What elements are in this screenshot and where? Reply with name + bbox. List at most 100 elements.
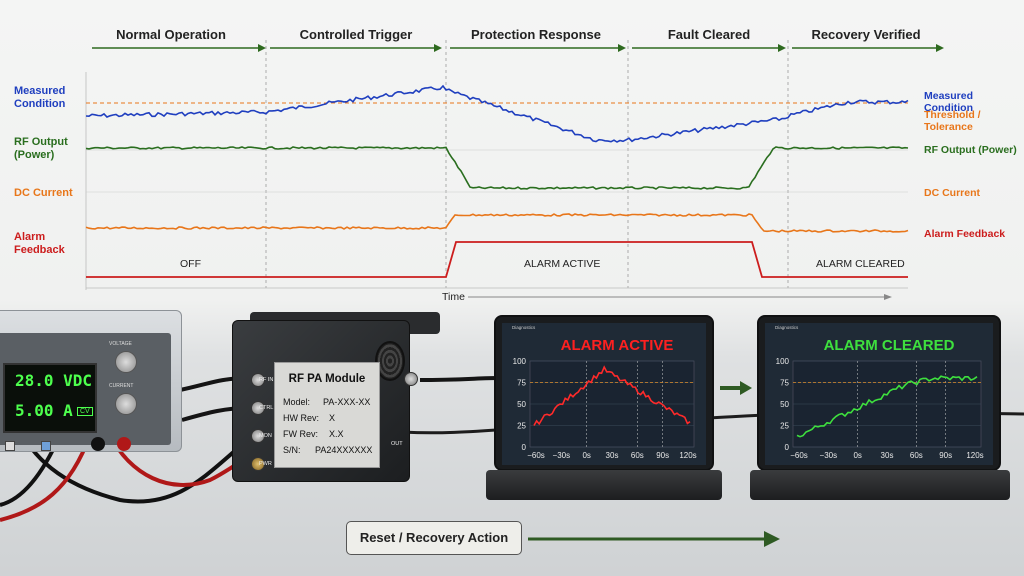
- psu-voltage-knob-label: VOLTAGE: [109, 341, 132, 347]
- right-label-dc: DC Current: [924, 187, 981, 199]
- laptop2-alarm-title: ALARM CLEARED: [823, 337, 955, 354]
- module-title: RF PA Module: [288, 373, 366, 385]
- chart1-y-tick: 75: [517, 379, 526, 388]
- psu-power-button[interactable]: [5, 441, 15, 451]
- laptop1-keyboard: [486, 470, 722, 500]
- phase-arrows: [92, 44, 944, 52]
- right-label-measured: Measured Condition: [924, 90, 974, 114]
- laptop2-keyboard: [750, 470, 1010, 500]
- module-fw-key: FW Rev:: [283, 429, 318, 439]
- port-mon[interactable]: [251, 429, 265, 443]
- chart1-x-tick: 30s: [606, 451, 619, 460]
- psu-terminal-negative: [91, 437, 105, 451]
- psu-current-knob[interactable]: [115, 393, 137, 415]
- chart2-y-tick: 25: [780, 422, 789, 431]
- laptop2-screen: Diagnostics ALARM CLEARED 100 75 50 25 0−60s…: [765, 323, 993, 465]
- psu-voltage-readout: 28.0 VDC: [15, 371, 93, 390]
- state-alarm-cleared: ALARM CLEARED: [816, 258, 905, 270]
- chart1-y-tick: 100: [513, 357, 527, 366]
- right-label-alarm: Alarm Feedback: [924, 228, 1006, 240]
- chart2-x-tick: −30s: [820, 451, 838, 460]
- chart1-x-tick: −60s: [527, 451, 545, 460]
- chart2-y-tick: 100: [776, 357, 790, 366]
- psu-cv-indicator: CV: [77, 407, 93, 416]
- laptop-alarm-cleared: Diagnostics ALARM CLEARED 100 75 50 25 0−60s…: [757, 315, 1001, 471]
- chart2-x-tick: −60s: [790, 451, 808, 460]
- phase-fault-cleared: Fault Cleared: [667, 27, 751, 42]
- psu-current-readout: 5.00 A: [15, 401, 73, 420]
- chart1-y-tick: 0: [522, 443, 527, 452]
- module-label-plate: RF PA Module Model: PA-XXX-XX HW Rev: X …: [274, 362, 380, 468]
- laptop-alarm-active: Diagnostics ALARM ACTIVE 100 75 50 25 0−60s−…: [494, 315, 714, 471]
- chart1-x-tick: −30s: [553, 451, 571, 460]
- alarm-feedback-trace: [86, 241, 908, 278]
- module-fan: [375, 341, 405, 381]
- module-model-key: Model:: [283, 397, 311, 407]
- chart1-x-tick: 60s: [631, 451, 644, 460]
- chart2-x-tick: 90s: [939, 451, 952, 460]
- rf-output-trace: [85, 146, 909, 190]
- chart2-y-tick: 0: [785, 443, 790, 452]
- time-axis-label: Time: [442, 291, 465, 303]
- chart2-y-tick: 75: [780, 379, 789, 388]
- port-label-out: OUT: [391, 441, 403, 447]
- power-supply: 28.0 VDC 5.00 A CV VOLTAGE CURRENT: [0, 310, 182, 452]
- module-sn-value: PA24XXXXXX: [315, 445, 373, 455]
- phase-controlled-trigger: Controlled Trigger: [299, 27, 413, 42]
- chart2-signal-line: [796, 375, 978, 438]
- psu-terminal-positive: [117, 437, 131, 451]
- chart2-x-tick: 0s: [853, 451, 861, 460]
- port-label-rf-in: RF IN: [259, 377, 274, 383]
- label-rf-output: RF Output(Power): [14, 136, 68, 161]
- port-label-ctrl: CTRL: [259, 405, 274, 411]
- module-fw-value: X.X: [329, 429, 344, 439]
- psu-display: 28.0 VDC 5.00 A CV: [3, 363, 97, 433]
- chart-alarm-cleared: 100 75 50 25 0−60s −30s 0s 30s 60s 90s 120s: [776, 357, 984, 460]
- chart2-x-tick: 30s: [881, 451, 894, 460]
- reset-recovery-button[interactable]: Reset / Recovery Action: [346, 521, 522, 555]
- module-hw-key: HW Rev:: [283, 413, 319, 423]
- reset-arrow: [528, 531, 780, 547]
- module-sn-key: S/N:: [283, 445, 301, 455]
- label-dc-current: DC Current: [14, 187, 73, 199]
- port-rf-out[interactable]: [404, 372, 418, 386]
- phase-dividers: [265, 40, 789, 288]
- chart1-signal-line: [533, 365, 691, 426]
- state-off: OFF: [180, 258, 201, 270]
- chart1-y-tick: 50: [517, 400, 526, 409]
- psu-output-button[interactable]: [41, 441, 51, 451]
- psu-current-knob-label: CURRENT: [109, 383, 134, 389]
- phase-recovery-verified: Recovery Verified: [811, 27, 921, 42]
- chart1-x-tick: 0s: [582, 451, 590, 460]
- module-model-value: PA-XXX-XX: [323, 397, 371, 407]
- chart2-x-tick: 120s: [966, 451, 983, 460]
- phase-normal-operation: Normal Operation: [116, 27, 226, 42]
- state-alarm-active: ALARM ACTIVE: [524, 258, 601, 270]
- dc-current-trace: [85, 213, 909, 233]
- right-label-threshold: Threshold / Tolerance: [924, 109, 981, 133]
- right-label-rf: RF Output (Power): [924, 144, 1017, 156]
- laptop2-app-title: Diagnostics: [775, 325, 799, 330]
- laptop-transition-arrow: [720, 381, 752, 395]
- laptop1-app-title: Diagnostics: [512, 325, 536, 330]
- port-label-mon: MON: [259, 433, 272, 439]
- timing-diagram: [85, 40, 944, 300]
- chart-alarm-active: 100 75 50 25 0−60s −30s 0s 30s 60s 90s 120s: [513, 357, 697, 460]
- chart1-y-tick: 25: [517, 422, 526, 431]
- psu-front-panel: 28.0 VDC 5.00 A CV VOLTAGE CURRENT: [0, 333, 171, 451]
- phase-protection-response: Protection Response: [470, 27, 602, 42]
- chart1-x-tick: 120s: [679, 451, 696, 460]
- port-pwr[interactable]: [251, 457, 265, 471]
- laptop1-alarm-title: ALARM ACTIVE: [560, 337, 674, 354]
- port-rf-in[interactable]: [251, 373, 265, 387]
- chart2-y-tick: 50: [780, 400, 789, 409]
- psu-voltage-knob[interactable]: [115, 351, 137, 373]
- chart2-x-tick: 60s: [910, 451, 923, 460]
- measured-condition-trace: [85, 84, 909, 143]
- port-ctrl[interactable]: [251, 401, 265, 415]
- port-label-pwr: PWR: [259, 461, 272, 467]
- chart1-x-tick: 90s: [656, 451, 669, 460]
- laptop1-screen: Diagnostics ALARM ACTIVE 100 75 50 25 0−60s−…: [502, 323, 706, 465]
